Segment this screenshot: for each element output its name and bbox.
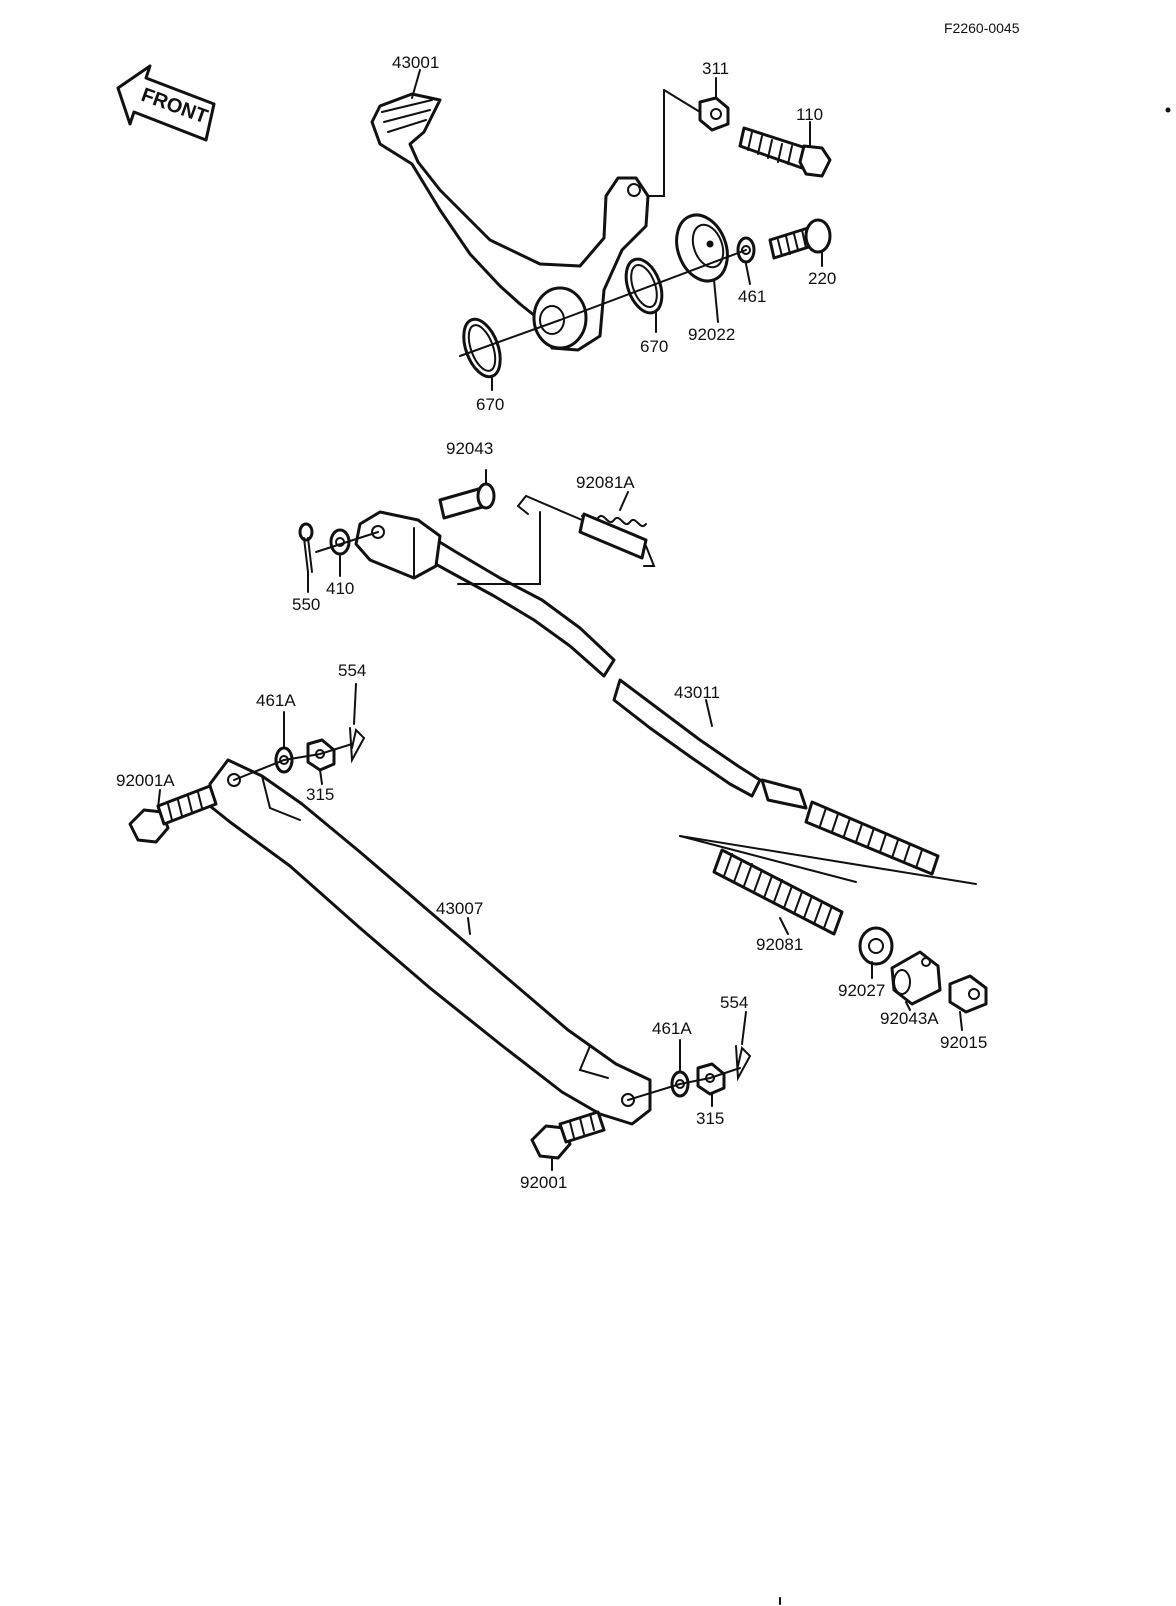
torque-link-43007	[208, 758, 652, 1126]
label-311: 311	[702, 59, 729, 78]
label-461: 461	[738, 287, 766, 306]
label-670-inner: 670	[640, 337, 668, 356]
clip-554-lower	[735, 1045, 752, 1082]
label-92015: 92015	[940, 1033, 987, 1052]
label-550: 550	[292, 595, 320, 614]
clevis-pin-92043	[438, 482, 496, 520]
edge-mark	[1165, 107, 1171, 113]
bolt-92001	[530, 1110, 606, 1160]
drawing-code: F2260-0045	[944, 20, 1020, 36]
label-92081A: 92081A	[576, 473, 635, 492]
nut-315-upper	[306, 738, 336, 772]
label-92001: 92001	[520, 1173, 567, 1192]
label-43001: 43001	[392, 53, 439, 72]
label-554-lower: 554	[720, 993, 748, 1012]
brake-rod-clevis	[354, 510, 442, 580]
nut-315-lower	[696, 1062, 726, 1096]
washer-92027	[858, 926, 894, 966]
label-315-upper: 315	[306, 785, 334, 804]
rod-end-exploded-lines	[679, 835, 977, 885]
pin-assembly-line	[315, 531, 379, 553]
lower-link-assembly-line	[627, 1067, 741, 1101]
trunnion-92043A	[890, 950, 942, 1006]
leader-lines	[157, 69, 963, 1171]
label-410: 410	[326, 579, 354, 598]
upper-link-assembly-line	[233, 743, 353, 781]
label-92022: 92022	[688, 325, 735, 344]
label-315-lower: 315	[696, 1109, 724, 1128]
part-labels: 43001 311 110 220 461 92022 670 670 9204…	[116, 53, 987, 1192]
label-92027: 92027	[838, 981, 885, 1000]
spring-92081	[712, 848, 844, 936]
label-92081: 92081	[756, 935, 803, 954]
nut-311	[698, 96, 730, 132]
label-92043A: 92043A	[880, 1009, 939, 1028]
label-43011: 43011	[674, 683, 720, 702]
label-554-upper: 554	[338, 661, 366, 680]
front-arrow-icon: FRONT	[116, 64, 216, 142]
label-92001A: 92001A	[116, 771, 175, 790]
spring-assembly-lines	[457, 511, 541, 585]
cotter-pin-550	[298, 522, 314, 573]
label-43007: 43007	[436, 899, 483, 918]
label-670-outer: 670	[476, 395, 504, 414]
bolt-92001A	[128, 784, 218, 844]
bolt-220	[768, 218, 832, 260]
clip-554-upper	[349, 727, 366, 764]
spring-92081A	[517, 494, 656, 567]
label-461A-upper: 461A	[256, 691, 296, 710]
nut-92015	[948, 974, 988, 1014]
assembly-lines-top	[459, 89, 747, 357]
label-220: 220	[808, 269, 836, 288]
brake-rod-43011	[412, 528, 940, 876]
label-110: 110	[796, 105, 823, 124]
pivot-washer-670-inner	[624, 257, 664, 315]
label-92043: 92043	[446, 439, 493, 458]
brake-pedal-43001	[370, 92, 650, 352]
label-461A-lower: 461A	[652, 1019, 692, 1038]
bolt-110	[738, 126, 832, 178]
